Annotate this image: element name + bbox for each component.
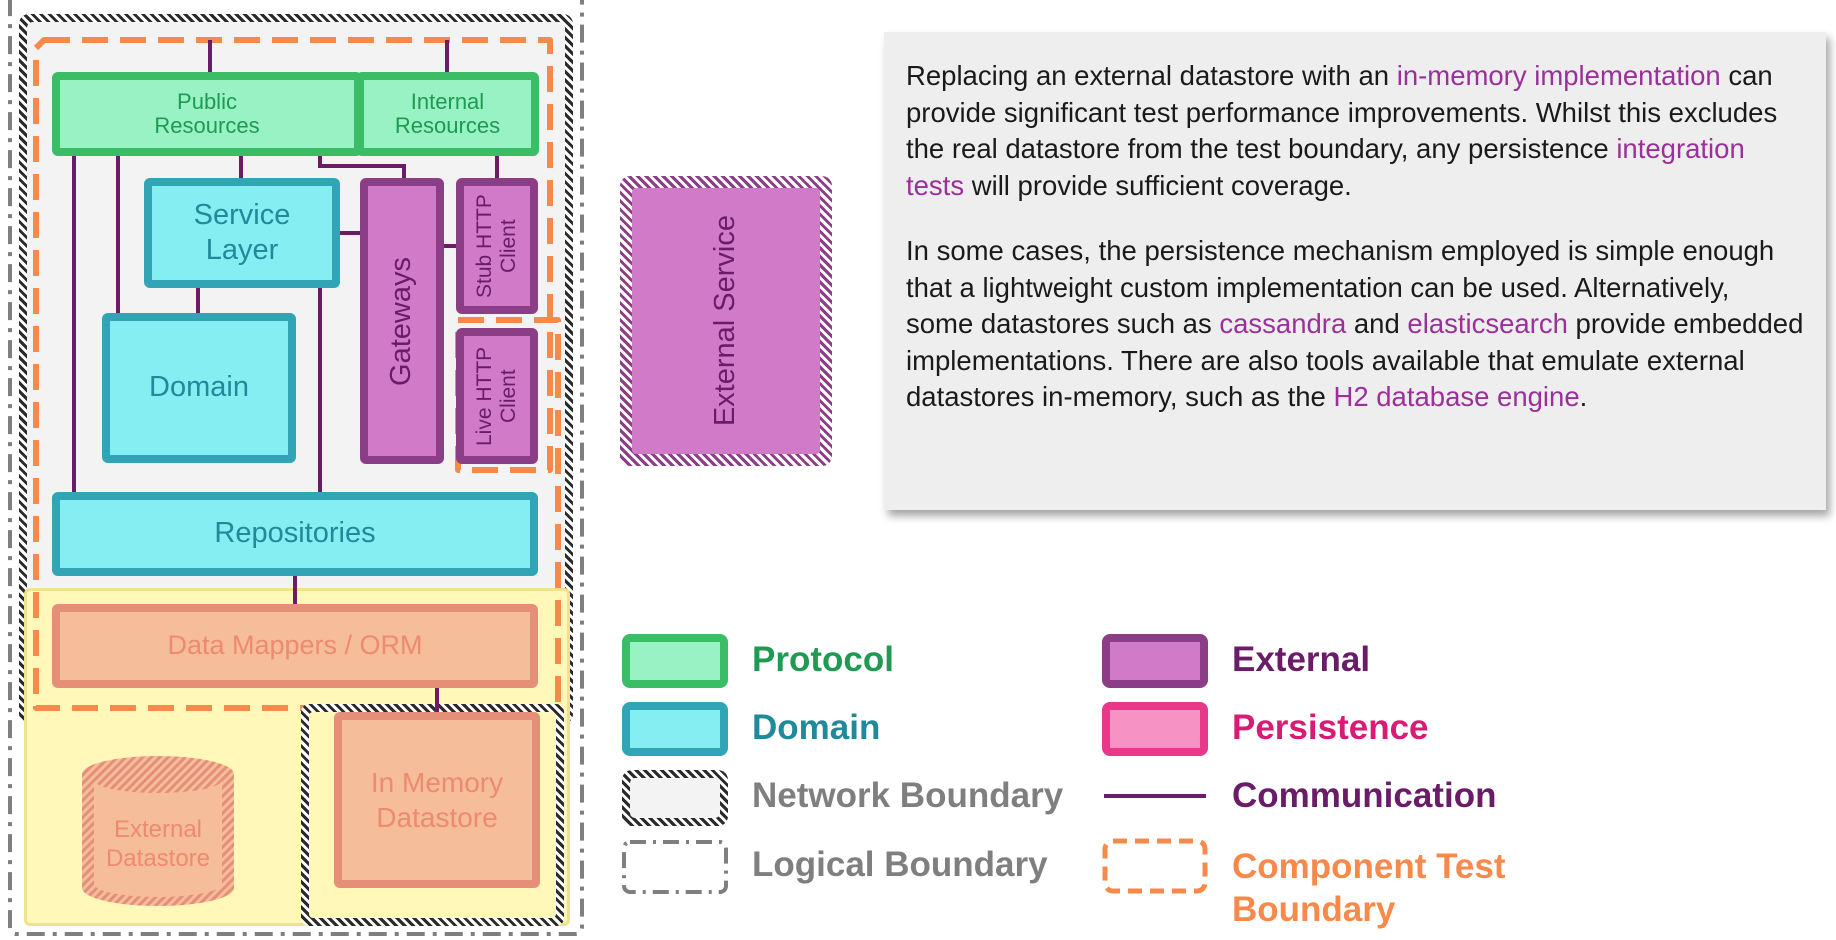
- desc-text: In some cases, the persistence mechanism…: [906, 235, 1775, 339]
- desc-text: will provide sufficient coverage.: [964, 169, 1352, 201]
- domain-box: Domain: [102, 313, 296, 463]
- repositories-box: Repositories: [52, 492, 538, 576]
- logical-boundary: [8, 0, 584, 936]
- legend-label-external: External: [1232, 640, 1371, 679]
- description-paragraph-1: Replacing an external datastore with an …: [906, 58, 1804, 204]
- public-resources-box: Public Resources: [52, 72, 362, 156]
- legend-swatch-communication: [1104, 794, 1206, 798]
- public-resources-label: Public Resources: [154, 88, 260, 138]
- service-layer-label: Service Layer: [193, 199, 291, 266]
- desc-text: Replacing an external datastore with an: [906, 60, 1397, 91]
- data-mappers-box: Data Mappers / ORM: [52, 604, 538, 688]
- desc-text: can provide significant test performance…: [906, 60, 1778, 164]
- legend-label-component-test-boundary: Component Test Boundary: [1232, 847, 1506, 929]
- legend-label-persistence: Persistence: [1232, 708, 1429, 747]
- in-memory-implementation-link[interactable]: in-memory implementation: [1396, 60, 1721, 91]
- domain-label: Domain: [149, 371, 249, 404]
- live-http-client-label: Live HTTP Client: [472, 346, 520, 446]
- legend-swatch-persistence: [1102, 702, 1208, 756]
- gateways-box: Gateways: [360, 178, 444, 464]
- legend-label-communication: Communication: [1232, 776, 1497, 815]
- desc-text: .: [1579, 381, 1588, 412]
- stub-http-client-label: Stub HTTP Client: [472, 194, 520, 298]
- data-mappers-label: Data Mappers / ORM: [167, 630, 423, 661]
- legend-label-network-boundary: Network Boundary: [752, 776, 1064, 815]
- external-service-label: External Service: [709, 215, 742, 427]
- gateways-label: Gateways: [385, 256, 418, 386]
- live-http-client-box: Live HTTP Client: [456, 328, 538, 464]
- cassandra-link[interactable]: cassandra: [1219, 308, 1347, 339]
- legend-swatch-logical-boundary: [622, 840, 728, 894]
- legend-swatch-protocol: [622, 634, 728, 688]
- integration-tests-link[interactable]: integration tests: [906, 133, 1745, 201]
- legend-swatch-external: [1102, 634, 1208, 688]
- description-paragraph-2: In some cases, the persistence mechanism…: [906, 233, 1804, 416]
- h2-database-engine-link[interactable]: H2 database engine: [1333, 381, 1580, 412]
- external-datastore-box: External Datastore: [78, 790, 238, 900]
- internal-resources-label: Internal Resources: [394, 88, 501, 138]
- desc-text: and: [1346, 308, 1408, 339]
- internal-resources-box: Internal Resources: [356, 72, 539, 156]
- in-memory-datastore-box: In Memory Datastore: [334, 712, 540, 888]
- service-layer-box: Service Layer: [144, 178, 340, 288]
- elasticsearch-link[interactable]: elasticsearch: [1407, 308, 1568, 339]
- external-datastore-label: External Datastore: [105, 816, 211, 872]
- desc-text: provide embedded implementations. There …: [906, 308, 1804, 412]
- external-datastore-cylinder: [82, 756, 234, 906]
- component-test-boundary: [33, 37, 561, 921]
- stub-http-client-box: Stub HTTP Client: [456, 178, 538, 314]
- description-panel: Replacing an external datastore with an …: [884, 32, 1826, 510]
- legend-label-logical-boundary: Logical Boundary: [752, 845, 1048, 884]
- external-service-box: External Service: [632, 188, 820, 454]
- repositories-label: Repositories: [214, 517, 376, 550]
- legend-label-domain: Domain: [752, 708, 881, 747]
- legend-swatch-component-test-boundary: [1102, 838, 1208, 894]
- communication-lines: [72, 40, 499, 718]
- legend-label-protocol: Protocol: [752, 640, 894, 679]
- in-memory-datastore-label: In Memory Datastore: [370, 767, 504, 833]
- legend-swatch-domain: [622, 702, 728, 756]
